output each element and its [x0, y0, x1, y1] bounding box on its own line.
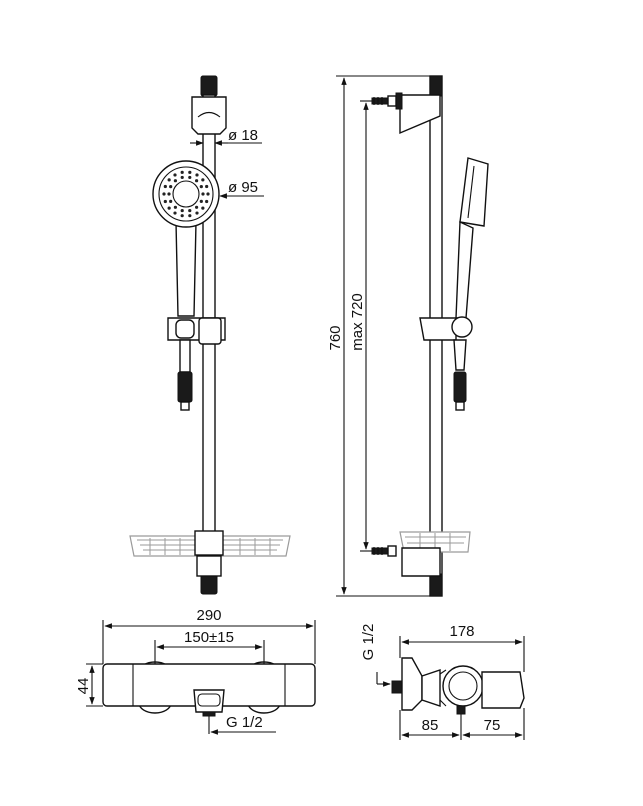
nozzle-dot	[167, 178, 171, 182]
dim-mixer-depth: 178	[449, 623, 474, 640]
dim-rail-diameter: ø 18	[228, 127, 258, 144]
dim-max-distance: max 720	[349, 293, 366, 351]
nozzle-dot	[173, 211, 177, 215]
nozzle-dot	[201, 192, 205, 196]
nozzle-dot	[188, 208, 192, 213]
shower-head-face	[158, 166, 214, 222]
dim-depth-to-outlet: 85	[422, 717, 439, 734]
mixer-side-view: 178 G 1/2 85 75	[360, 623, 525, 740]
side-mixer-body	[421, 669, 441, 707]
shower-head-inner-ring	[172, 180, 200, 208]
front-view-shower-set: ø 18 ø 95	[129, 75, 291, 595]
nozzle-dot	[205, 184, 209, 189]
shower-head-outer	[152, 160, 220, 228]
nozzle-dot	[173, 179, 177, 183]
top-wall-bracket	[191, 96, 227, 135]
dim-head-diameter: ø 95	[228, 179, 258, 196]
nozzle-dot	[167, 192, 171, 196]
nozzle-dot	[173, 173, 177, 177]
nozzle-dot	[199, 185, 203, 189]
dim-inlet-thread: G 1/2	[360, 624, 377, 661]
nozzle-dot	[201, 206, 205, 210]
nozzle-dot	[188, 175, 192, 180]
nozzle-dot	[188, 214, 192, 218]
dim-mixer-height: 44	[75, 678, 92, 695]
rail-top-cap	[200, 75, 218, 97]
dim-outlet-to-front: 75	[484, 717, 501, 734]
side-bottom-bracket	[401, 547, 441, 577]
nozzle-dot	[195, 179, 199, 183]
side-view-shower-set: 760 max 720	[327, 75, 489, 597]
side-slider	[419, 317, 457, 341]
soap-dish-side	[399, 531, 471, 553]
nozzle-dot	[199, 199, 203, 203]
nozzle-dot	[162, 192, 166, 196]
nozzle-dot	[195, 211, 199, 215]
top-wall-screw	[371, 95, 397, 107]
nozzle-dot	[180, 214, 184, 218]
bottom-wall-bracket	[194, 530, 224, 556]
nozzle-dot	[173, 205, 177, 209]
nozzle-dot	[195, 205, 199, 209]
nozzle-dot	[201, 178, 205, 182]
nozzle-dot	[180, 170, 184, 174]
nozzle-dot	[167, 206, 171, 210]
nozzle-dot	[195, 173, 199, 177]
bottom-wall-screw	[371, 545, 397, 557]
dim-mixer-width: 290	[196, 607, 221, 624]
shower-head-nozzles	[162, 170, 210, 218]
nozzle-dot	[169, 199, 173, 203]
nozzle-dot	[205, 199, 209, 204]
nozzle-dot	[163, 184, 167, 189]
dim-center-distance: 150±15	[184, 629, 234, 646]
mixer-front-view: 290 150±15 44 G 1/2	[75, 607, 316, 735]
wall-rosette	[401, 657, 423, 711]
side-top-bracket	[399, 94, 441, 135]
nozzle-dot	[169, 185, 173, 189]
nozzle-dot	[188, 170, 192, 174]
dim-outlet-thread: G 1/2	[226, 714, 263, 731]
side-hand-shower	[459, 157, 489, 227]
hose-connector	[179, 339, 191, 373]
dim-total-height: 760	[327, 325, 344, 350]
hand-shower-handle	[175, 221, 197, 317]
nozzle-dot	[206, 192, 210, 196]
nozzle-dot	[180, 175, 184, 180]
nozzle-dot	[180, 208, 184, 213]
nozzle-dot	[163, 199, 167, 204]
